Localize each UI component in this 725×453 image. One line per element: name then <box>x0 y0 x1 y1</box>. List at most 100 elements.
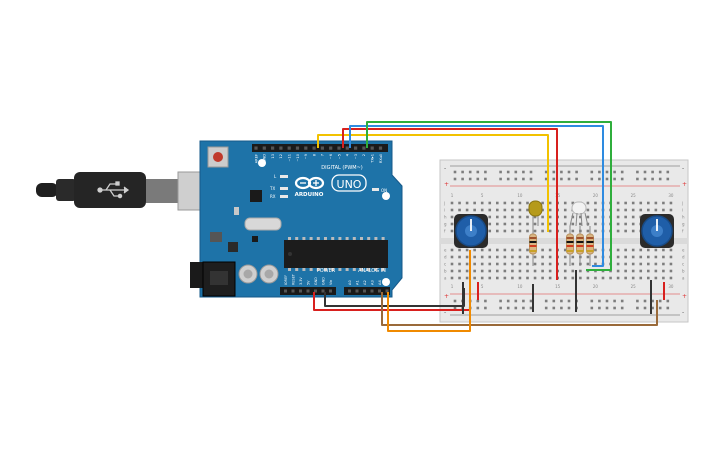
power-pin-hole[interactable] <box>291 289 295 293</box>
breadboard-hole[interactable] <box>571 229 575 233</box>
breadboard-hole[interactable] <box>496 262 499 266</box>
digital-pin-hole[interactable] <box>345 146 349 150</box>
breadboard-hole[interactable] <box>647 201 650 205</box>
breadboard-hole[interactable] <box>669 269 673 273</box>
breadboard-hole[interactable] <box>624 201 627 205</box>
breadboard-hole[interactable] <box>594 262 597 266</box>
rail-hole[interactable] <box>643 306 647 310</box>
breadboard-hole[interactable] <box>571 255 575 259</box>
breadboard-hole[interactable] <box>518 201 522 205</box>
breadboard-hole[interactable] <box>533 262 537 266</box>
breadboard-hole[interactable] <box>488 255 492 259</box>
rail-hole[interactable] <box>620 306 624 310</box>
breadboard-hole[interactable] <box>511 248 514 252</box>
breadboard-hole[interactable] <box>480 269 484 273</box>
breadboard-hole[interactable] <box>526 229 529 233</box>
breadboard-hole[interactable] <box>548 276 552 280</box>
breadboard-hole[interactable] <box>654 208 658 212</box>
breadboard-hole[interactable] <box>503 255 507 259</box>
rail-hole[interactable] <box>666 170 670 174</box>
breadboard-hole[interactable] <box>586 262 590 266</box>
rail-hole[interactable] <box>590 177 594 181</box>
breadboard-hole[interactable] <box>616 215 620 219</box>
rail-hole[interactable] <box>484 306 487 310</box>
resistor[interactable] <box>566 233 574 255</box>
rail-hole[interactable] <box>522 170 525 174</box>
digital-pin-hole[interactable] <box>295 146 300 150</box>
breadboard-hole[interactable] <box>533 215 537 219</box>
breadboard-hole[interactable] <box>654 269 658 273</box>
breadboard-hole[interactable] <box>662 255 665 259</box>
rail-hole[interactable] <box>605 306 609 310</box>
rail-hole[interactable] <box>666 299 670 303</box>
rail-hole[interactable] <box>468 170 472 174</box>
digital-pin-hole[interactable] <box>337 146 341 150</box>
rail-hole[interactable] <box>544 170 548 174</box>
breadboard-hole[interactable] <box>518 276 522 280</box>
breadboard-hole[interactable] <box>511 215 514 219</box>
power-pin-hole[interactable] <box>299 289 302 293</box>
power-pin-hole[interactable] <box>321 289 325 293</box>
breadboard-hole[interactable] <box>480 276 484 280</box>
breadboard-hole[interactable] <box>563 208 567 212</box>
breadboard-hole[interactable] <box>662 262 665 266</box>
breadboard-hole[interactable] <box>541 208 544 212</box>
breadboard-hole[interactable] <box>624 229 627 233</box>
breadboard-hole[interactable] <box>458 201 461 205</box>
power-pin-hole[interactable] <box>284 289 287 293</box>
breadboard-hole[interactable] <box>639 208 643 212</box>
rail-hole[interactable] <box>506 170 510 174</box>
potentiometer-right[interactable] <box>640 214 674 248</box>
digital-pin-hole[interactable] <box>254 146 258 150</box>
digital-pin-hole[interactable] <box>279 146 283 150</box>
rail-hole[interactable] <box>552 177 556 181</box>
breadboard-hole[interactable] <box>496 208 499 212</box>
breadboard-hole[interactable] <box>541 248 544 252</box>
breadboard-hole[interactable] <box>624 269 627 273</box>
breadboard-hole[interactable] <box>480 255 484 259</box>
breadboard-hole[interactable] <box>624 276 627 280</box>
breadboard-hole[interactable] <box>518 222 522 226</box>
breadboard-hole[interactable] <box>503 215 507 219</box>
breadboard-hole[interactable] <box>526 276 529 280</box>
breadboard-hole[interactable] <box>639 269 643 273</box>
breadboard-hole[interactable] <box>669 262 673 266</box>
breadboard-hole[interactable] <box>616 208 620 212</box>
rail-hole[interactable] <box>567 170 571 174</box>
digital-pin-hole[interactable] <box>354 146 358 150</box>
rail-hole[interactable] <box>575 177 578 181</box>
breadboard-hole[interactable] <box>594 276 597 280</box>
breadboard-hole[interactable] <box>563 276 567 280</box>
rail-hole[interactable] <box>522 299 525 303</box>
rail-hole[interactable] <box>605 177 609 181</box>
digital-pin-hole[interactable] <box>271 146 275 150</box>
rail-hole[interactable] <box>658 170 662 174</box>
rail-hole[interactable] <box>544 306 548 310</box>
breadboard-hole[interactable] <box>594 222 597 226</box>
breadboard-hole[interactable] <box>488 222 492 226</box>
breadboard-hole[interactable] <box>480 208 484 212</box>
rail-hole[interactable] <box>468 177 472 181</box>
breadboard-hole[interactable] <box>616 248 620 252</box>
breadboard-hole[interactable] <box>647 276 650 280</box>
breadboard-hole[interactable] <box>488 269 492 273</box>
breadboard-hole[interactable] <box>639 201 643 205</box>
breadboard-hole[interactable] <box>631 269 635 273</box>
breadboard-hole[interactable] <box>541 269 544 273</box>
digital-pin-hole[interactable] <box>262 146 266 150</box>
rail-hole[interactable] <box>666 177 670 181</box>
breadboard-hole[interactable] <box>586 276 590 280</box>
wire-brown-a4[interactable] <box>381 292 658 326</box>
breadboard-hole[interactable] <box>548 215 552 219</box>
breadboard-hole[interactable] <box>450 229 454 233</box>
breadboard-hole[interactable] <box>594 255 597 259</box>
rail-hole[interactable] <box>514 177 518 181</box>
breadboard-hole[interactable] <box>511 269 514 273</box>
breadboard-hole[interactable] <box>450 269 454 273</box>
breadboard-hole[interactable] <box>503 248 507 252</box>
breadboard-hole[interactable] <box>503 276 507 280</box>
breadboard-hole[interactable] <box>662 208 665 212</box>
breadboard-hole[interactable] <box>503 269 507 273</box>
breadboard-hole[interactable] <box>563 255 567 259</box>
rail-hole[interactable] <box>560 177 563 181</box>
